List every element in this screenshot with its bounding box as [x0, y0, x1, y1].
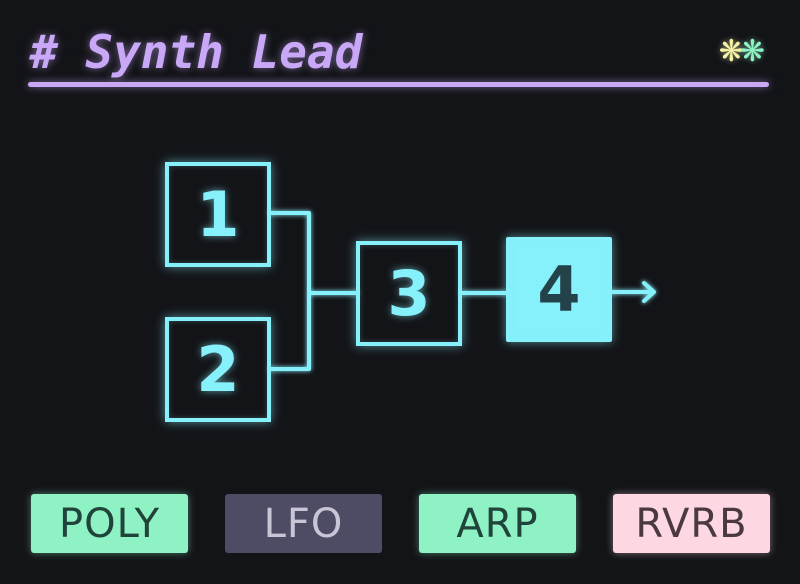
modified-indicator: ❋❋ — [719, 34, 765, 70]
operator-label: 3 — [387, 257, 431, 330]
wire-op2 — [269, 291, 311, 371]
wire-op1 — [269, 211, 311, 295]
asterisk-icon: ❋ — [739, 34, 765, 69]
patch-title: # Synth Lead — [30, 25, 363, 79]
operator-label: 4 — [537, 253, 581, 326]
mode-toggle-poly[interactable]: POLY — [31, 494, 188, 553]
mode-toggle-arp[interactable]: ARP — [419, 494, 576, 553]
header-divider — [28, 82, 769, 87]
mode-toggle-reverb[interactable]: RVRB — [613, 494, 770, 553]
operator-3[interactable]: 3 — [356, 241, 462, 346]
operator-label: 2 — [196, 333, 240, 406]
operator-2[interactable]: 2 — [165, 317, 271, 422]
operator-1[interactable]: 1 — [165, 162, 271, 267]
arrow-right-icon — [642, 281, 656, 303]
operator-4-carrier[interactable]: 4 — [506, 237, 612, 342]
operator-label: 1 — [196, 178, 240, 251]
asterisk-icon: ❋ — [718, 34, 744, 69]
patch-header: # Synth Lead ❋❋ — [28, 18, 769, 88]
mode-toggle-lfo[interactable]: LFO — [225, 494, 382, 553]
